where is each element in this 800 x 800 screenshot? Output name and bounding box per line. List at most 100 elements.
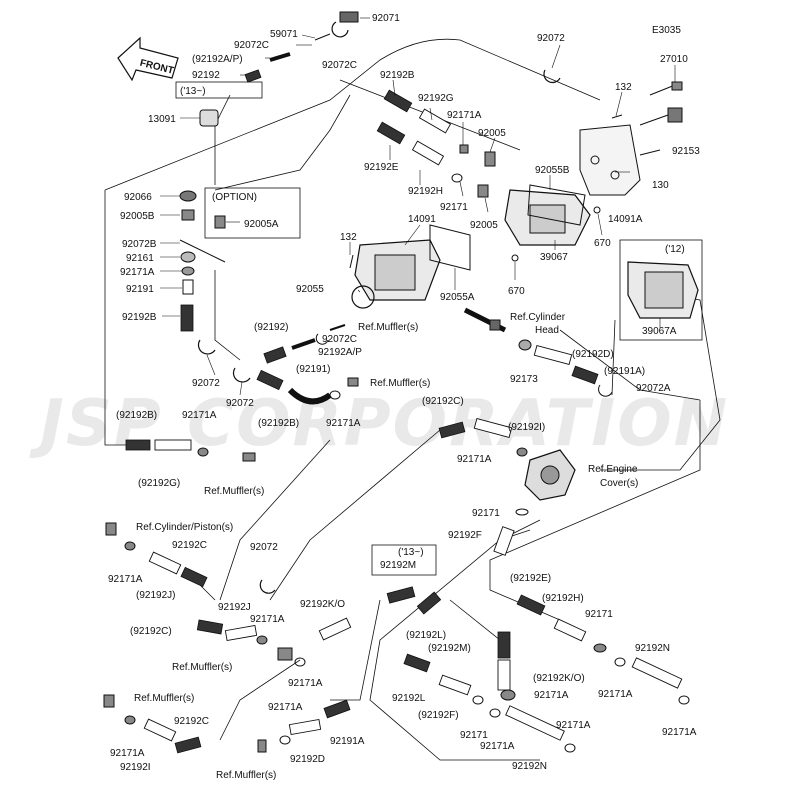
ref-muffler-2: Ref.Muffler(s)	[370, 378, 430, 389]
tube-92192F-c	[493, 526, 515, 556]
label-92192E-paren: (92192E)	[510, 573, 551, 584]
tube-92192D-b	[288, 718, 322, 736]
year13-top-label: ('13~)	[180, 86, 206, 97]
label-92055A: 92055A	[440, 292, 475, 303]
label-92192AP-top: (92192A/P)	[192, 54, 243, 65]
tube-92192I-bl	[143, 718, 177, 742]
spring-92192B-left	[180, 304, 194, 332]
label-92192D-r: (92192D)	[572, 349, 614, 360]
spring-92192-mid	[263, 346, 287, 364]
label-92192L-paren: (92192L)	[406, 630, 446, 641]
label-92055: 92055	[296, 284, 324, 295]
year12-box	[619, 239, 703, 341]
year13-mid-label: ('13~)	[398, 547, 424, 558]
ref-muffler-6: Ref.Muffler(s)	[216, 770, 276, 781]
label-92192-mid: (92192)	[254, 322, 288, 333]
fitting-ref-muffler-3	[242, 452, 256, 462]
label-92192J: 92192J	[218, 602, 251, 613]
label-92192M: 92192M	[380, 560, 416, 571]
tube-92192H-r	[553, 618, 587, 642]
fitting-ref-muffler-1	[329, 324, 346, 331]
label-92192E-top: 92192E	[364, 162, 399, 173]
label-92072C-a: 92072C	[234, 40, 269, 51]
label-92192B-left: 92192B	[122, 312, 157, 323]
fitting-ref-muffler-4	[277, 647, 293, 661]
label-92191A-r: (92191A)	[604, 366, 645, 377]
fitting-ref-cylinder-head	[463, 307, 507, 333]
tube-92192H	[411, 140, 445, 166]
label-92192N: 92192N	[635, 643, 670, 654]
bolt-130	[639, 149, 661, 156]
label-27010: 27010	[660, 54, 688, 65]
label-92192L-b: 92192L	[392, 693, 426, 704]
label-92171A-mid: 92171A	[326, 418, 361, 429]
label-92192F-paren-b: (92192F)	[418, 710, 459, 721]
fitting-59071	[314, 33, 331, 41]
spring-92192B-mid	[256, 369, 284, 391]
label-130: 130	[652, 180, 669, 191]
label-92192-top: 92192	[192, 70, 220, 81]
ref-cylinder-piston: Ref.Cylinder/Piston(s)	[136, 522, 233, 533]
spring-92191A-b	[323, 699, 351, 719]
clamp-92171A-r2	[678, 695, 690, 705]
label-92191-paren: (92191)	[296, 364, 330, 375]
spring-92192C-center	[438, 421, 466, 439]
tube-92192AP-mid	[291, 338, 316, 350]
bolt-27010	[649, 81, 683, 96]
tube-92192KO-b	[497, 659, 511, 691]
clamp-92171A-left2	[197, 447, 209, 457]
spring-92192L-b	[403, 653, 431, 673]
label-92192F-c: 92192F	[448, 530, 482, 541]
label-92171-c: 92171	[472, 508, 500, 519]
grommet-13091	[199, 109, 219, 127]
clamp-92171-r	[593, 643, 607, 653]
clamp-92171A-top	[459, 144, 469, 154]
leader-lines	[160, 17, 676, 396]
fitting-ref-muffler-2	[347, 377, 359, 387]
clamp-92171A-b	[279, 735, 291, 745]
label-92171A-b: 92171A	[268, 702, 303, 713]
ref-engine-cover-1: Ref.Engine	[588, 464, 638, 475]
oring-670-mid	[511, 254, 519, 262]
spring-92192E-top	[376, 121, 406, 145]
label-92192B-mid: (92192B)	[258, 418, 299, 429]
tube-92192KO	[318, 617, 352, 641]
label-92072C-mid: 92072C	[322, 334, 357, 345]
ref-muffler-5: Ref.Muffler(s)	[134, 693, 194, 704]
label-92171-mid: 92171	[440, 202, 468, 213]
label-92171A-c2: 92171A	[534, 690, 569, 701]
label-92066: 92066	[124, 192, 152, 203]
clip-92072-bl	[259, 579, 276, 594]
ref-muffler-3: Ref.Muffler(s)	[204, 486, 264, 497]
ref-muffler-1: Ref.Muffler(s)	[358, 322, 418, 333]
label-92171A-center: 92171A	[457, 454, 492, 465]
clamp-92171A-b2	[489, 708, 501, 718]
label-14091: 14091	[408, 214, 436, 225]
label-92171A-bl3: 92171A	[288, 678, 323, 689]
year12-label: ('12)	[665, 244, 685, 255]
spring-92192B-left-low	[125, 439, 151, 451]
label-92171A-bl4: 92171A	[110, 748, 145, 759]
tube-92192N-b	[505, 705, 565, 741]
year13-top-box	[175, 81, 263, 99]
bolt-132-right	[611, 114, 623, 119]
option-label: (OPTION)	[212, 192, 257, 203]
tube-92192G-left	[154, 439, 192, 451]
spring-92191A-r	[571, 365, 599, 385]
label-92171A-b3: 92171A	[556, 720, 591, 731]
fitting-92071	[339, 11, 359, 23]
label-92171A-left: 92171A	[120, 267, 155, 278]
option-box	[204, 187, 301, 239]
fitting-92005A	[214, 215, 226, 229]
tube-92192N	[631, 657, 683, 689]
tube-92192G-top	[418, 108, 452, 134]
spring-92192-top	[244, 69, 262, 83]
oring-670-right	[593, 206, 601, 214]
spring-92192C-bl2	[196, 619, 224, 635]
tube-92192D-r	[533, 344, 573, 366]
clip-92072-b	[232, 367, 251, 383]
label-92153: 92153	[672, 146, 700, 157]
diagram-code: E3035	[652, 25, 681, 36]
